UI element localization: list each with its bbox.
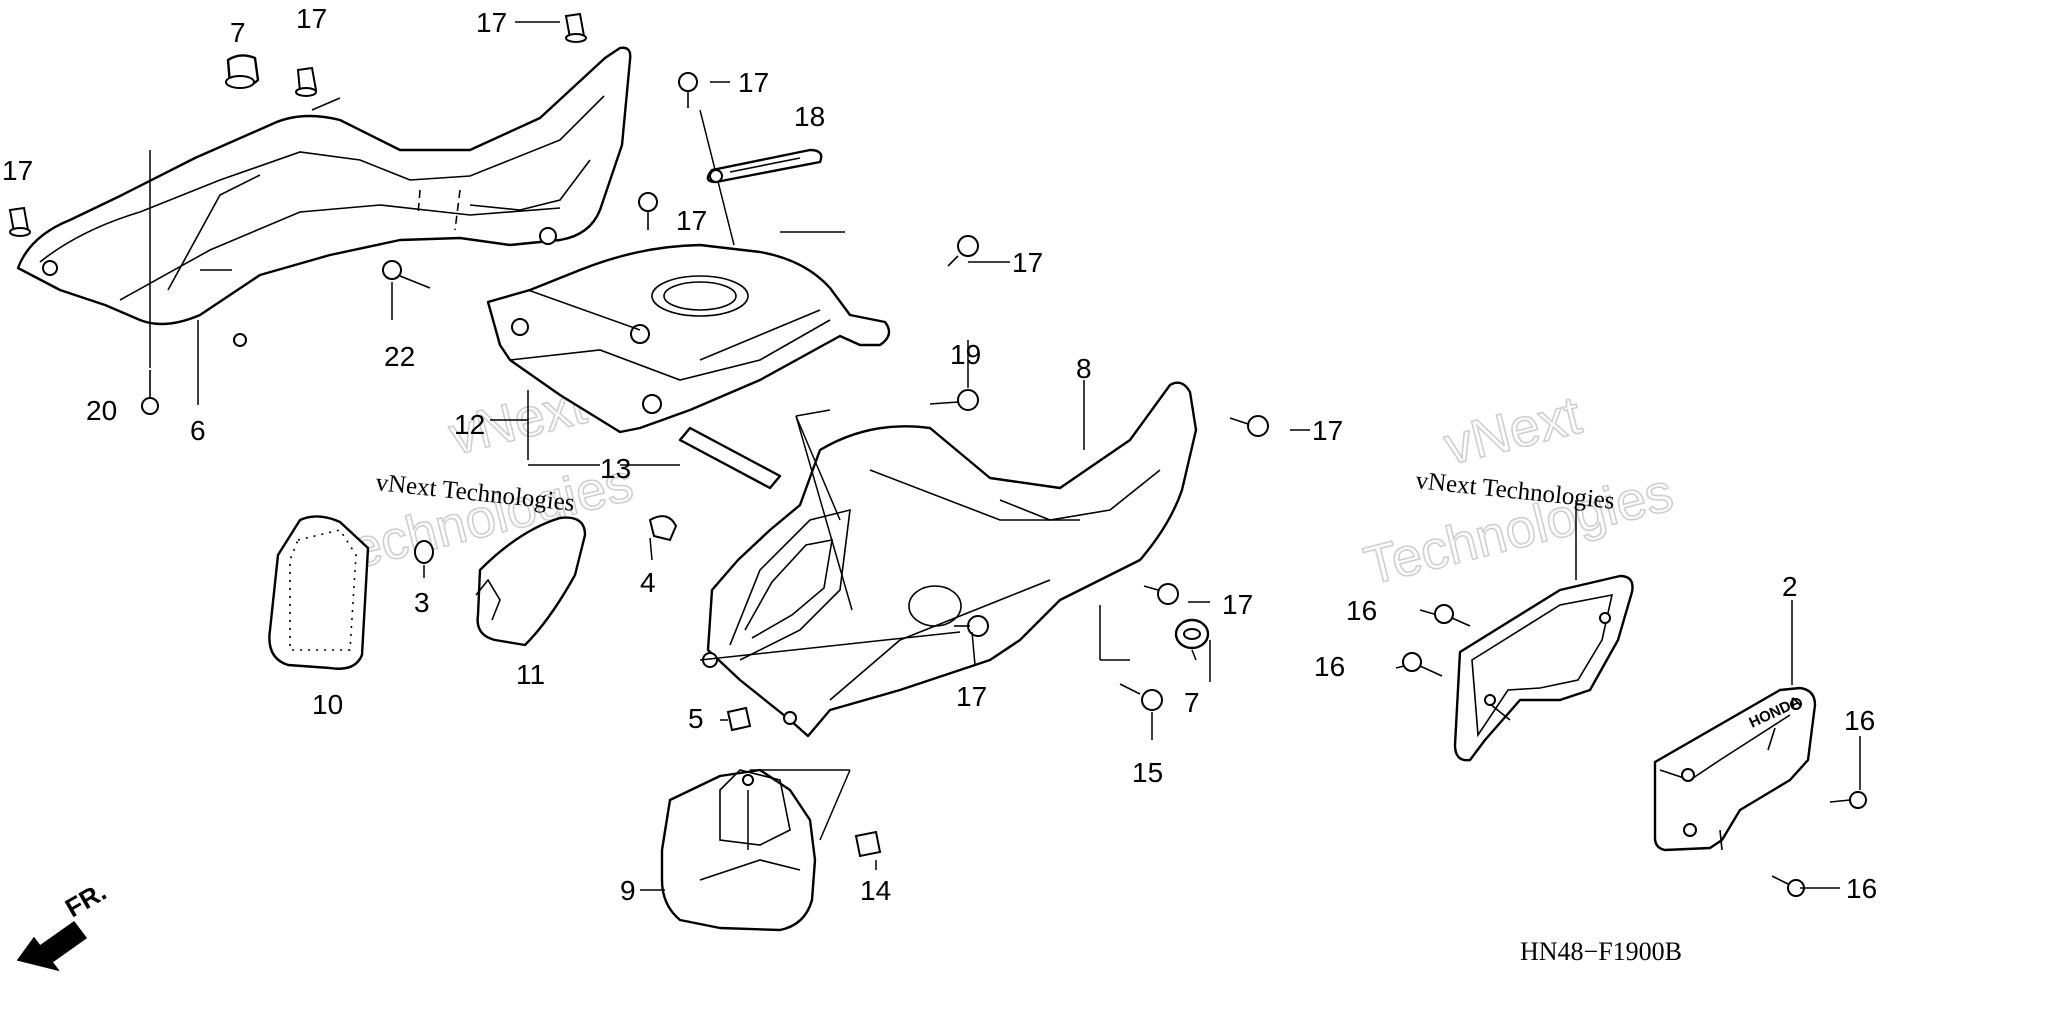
callout-20: 20: [86, 395, 117, 426]
part-6-left-side-cover: [16, 46, 632, 405]
watermark-right: vNext Technologies vNext Technologies: [1358, 384, 1680, 597]
clip-17: [638, 192, 658, 230]
bolt-19: [929, 389, 979, 411]
clip-17: [564, 12, 587, 43]
front-direction-arrow: FR.: [16, 876, 111, 972]
callout-17: 17: [1012, 247, 1043, 278]
callout-18: 18: [794, 101, 825, 132]
callout-labels: 7 17 17 17 17 18 17 17 22 20 6 12 13 19 …: [2, 3, 1877, 906]
clip-17: [1229, 415, 1269, 437]
diagram-code: HN48−F1900B: [1520, 937, 1682, 966]
callout-17: 17: [476, 7, 507, 38]
bolt-22: [382, 260, 431, 289]
callout-17: 17: [956, 681, 987, 712]
front-label: FR.: [60, 876, 111, 923]
part-18-strap: [706, 148, 823, 184]
clip-17: [954, 615, 989, 637]
screw-16: [1771, 875, 1805, 897]
callout-16: 16: [1314, 651, 1345, 682]
callout-13: 13: [600, 453, 631, 484]
watermark-big-line-1: vNext: [1438, 385, 1586, 477]
callout-22: 22: [384, 341, 415, 372]
front-arrow-icon: [16, 920, 88, 972]
callout-15: 15: [1132, 757, 1163, 788]
screw-16: [1434, 604, 1471, 627]
callout-3: 3: [414, 587, 430, 618]
callout-16: 16: [1846, 873, 1877, 904]
screw-20: [141, 370, 159, 415]
part-7-grommet: [225, 54, 260, 89]
part-8-right-side-cover: [702, 381, 1198, 738]
callout-7: 7: [230, 17, 246, 48]
callout-14: 14: [860, 875, 891, 906]
leader-lines: [200, 21, 1861, 891]
callout-7: 7: [1184, 687, 1200, 718]
callout-17: 17: [1312, 415, 1343, 446]
part-13-foam-strip: [678, 426, 782, 490]
screw-16: [1402, 652, 1443, 677]
part-heat-shield-frame: [1453, 574, 1634, 762]
callout-11: 11: [516, 659, 545, 690]
part-2-cover: HONDA: [1653, 686, 1817, 852]
callout-10: 10: [312, 689, 343, 720]
callout-19: 19: [950, 339, 981, 370]
part-9-lower-cover: [660, 768, 817, 932]
bolt-15: [1119, 683, 1163, 711]
nut-3: [414, 540, 434, 564]
nut-14: [854, 830, 882, 858]
callout-17: 17: [738, 67, 769, 98]
clip-17: [8, 206, 31, 237]
callout-17: 17: [296, 3, 327, 34]
callout-2: 2: [1782, 571, 1798, 602]
callout-5: 5: [688, 703, 704, 734]
clip-17: [947, 235, 979, 267]
part-7-grommet-right: [1174, 618, 1210, 650]
callout-12: 12: [454, 409, 485, 440]
clip-17: [295, 66, 318, 97]
clip-17: [1143, 583, 1179, 605]
clip-17: [678, 72, 698, 108]
part-10-pad: [268, 515, 370, 670]
callout-17: 17: [676, 205, 707, 236]
nut-5: [726, 706, 752, 732]
part-11-lid: [475, 516, 587, 647]
clip-4: [648, 515, 678, 542]
callout-6: 6: [190, 415, 206, 446]
screw-16: [1829, 791, 1867, 809]
callout-4: 4: [640, 567, 656, 598]
callout-9: 9: [620, 875, 636, 906]
fasteners: [8, 12, 1867, 897]
part-12-rear-fender: [486, 109, 891, 434]
callout-17: 17: [1222, 589, 1253, 620]
callout-8: 8: [1076, 353, 1092, 384]
callout-17: 17: [2, 155, 33, 186]
callout-16: 16: [1346, 595, 1377, 626]
callout-16: 16: [1844, 705, 1875, 736]
